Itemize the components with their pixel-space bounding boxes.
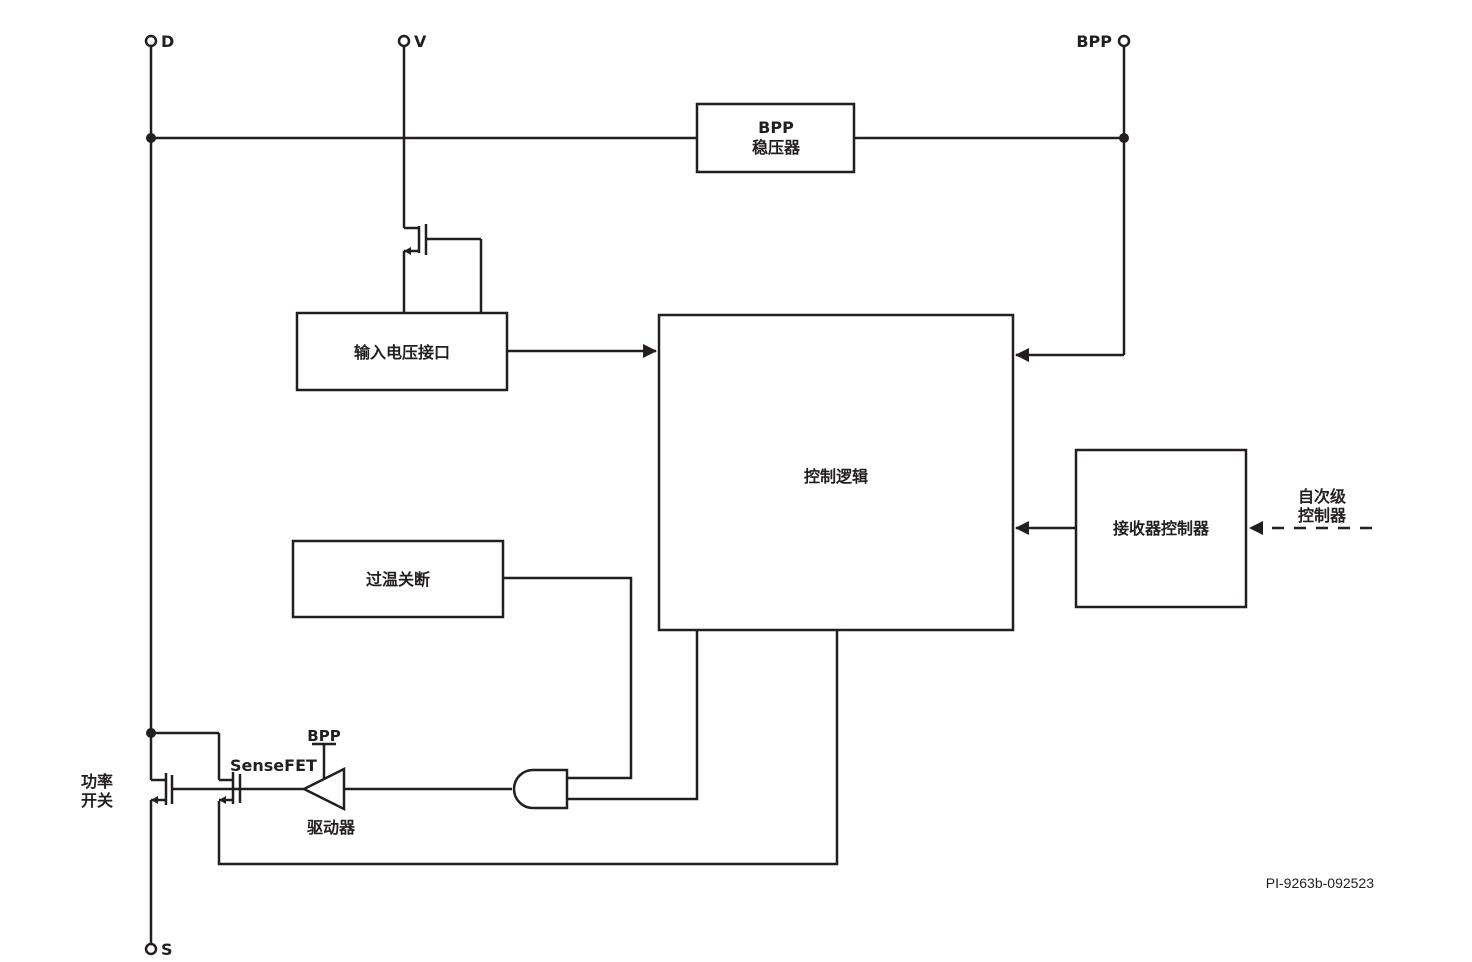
thermal-shutdown-label: 过温关断 [366,570,430,589]
power-switch-label-2: 开关 [81,791,113,810]
control-to-gate-wire [567,630,699,801]
pin-s-label: S [161,940,173,959]
pin-bpp-terminal [1117,34,1131,48]
junction-dot [1119,133,1129,143]
power-switch-label-1: 功率 [81,772,113,791]
junction-dot [146,133,156,143]
control-logic-label: 控制逻辑 [804,467,868,486]
thermal-shutdown-block [291,539,505,619]
pin-v-label: V [414,32,427,51]
pin-s-terminal [144,942,158,956]
input-voltage-interface-block [295,311,509,392]
pin-v-terminal [397,34,411,48]
bpp-regulator-block [695,102,856,174]
sensefet-transistor [151,731,242,804]
junction-dot [146,728,156,738]
and-gate [512,768,569,810]
sensefet-label: SenseFET [230,756,317,775]
secondary-controller-label-2: 控制器 [1298,506,1347,525]
secondary-controller-label-1: 自次级 [1298,487,1347,506]
bpp-regulator-subtitle: 稳压器 [752,138,801,157]
figure-id-label: PI-9263b-092523 [1266,875,1374,891]
driver-supply-label: BPP [307,727,340,745]
pin-d-label: D [161,32,174,51]
pin-bpp-label: BPP [1076,32,1112,51]
secondary-link-arrowhead [1249,521,1263,535]
power-switch-transistor [149,773,242,944]
bpp-regulator-title: BPP [758,118,794,137]
control-logic-block [657,313,1015,632]
current-sense-feedback-wire [217,630,839,866]
thermal-to-gate-wire [503,576,633,780]
pin-d-terminal [144,34,158,48]
pass-transistor [402,224,483,313]
receiver-controller-label: 接收器控制器 [1113,519,1210,538]
driver-label: 驱动器 [307,818,356,837]
input-voltage-interface-label: 输入电压接口 [354,343,450,362]
